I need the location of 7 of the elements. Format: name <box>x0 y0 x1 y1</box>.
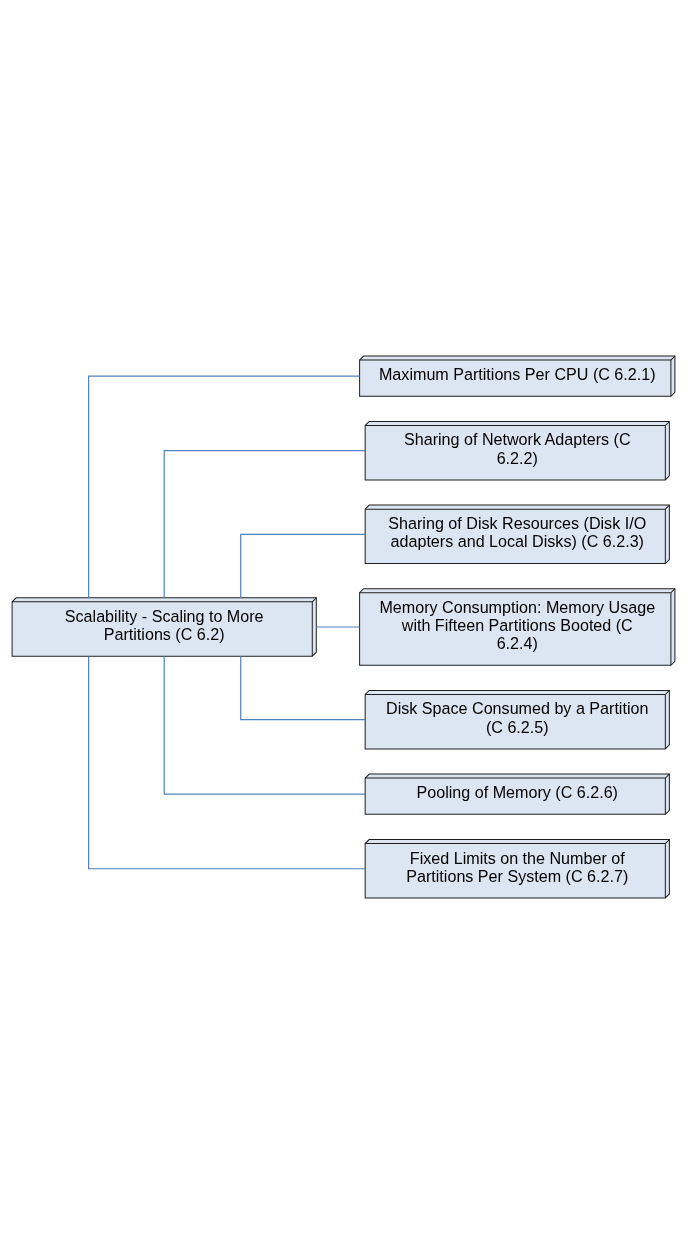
connector <box>315 625 361 628</box>
connector <box>240 655 366 720</box>
connector <box>163 655 366 795</box>
connector <box>163 449 366 598</box>
connector <box>88 375 361 598</box>
connector <box>240 533 366 598</box>
connector <box>88 655 366 869</box>
